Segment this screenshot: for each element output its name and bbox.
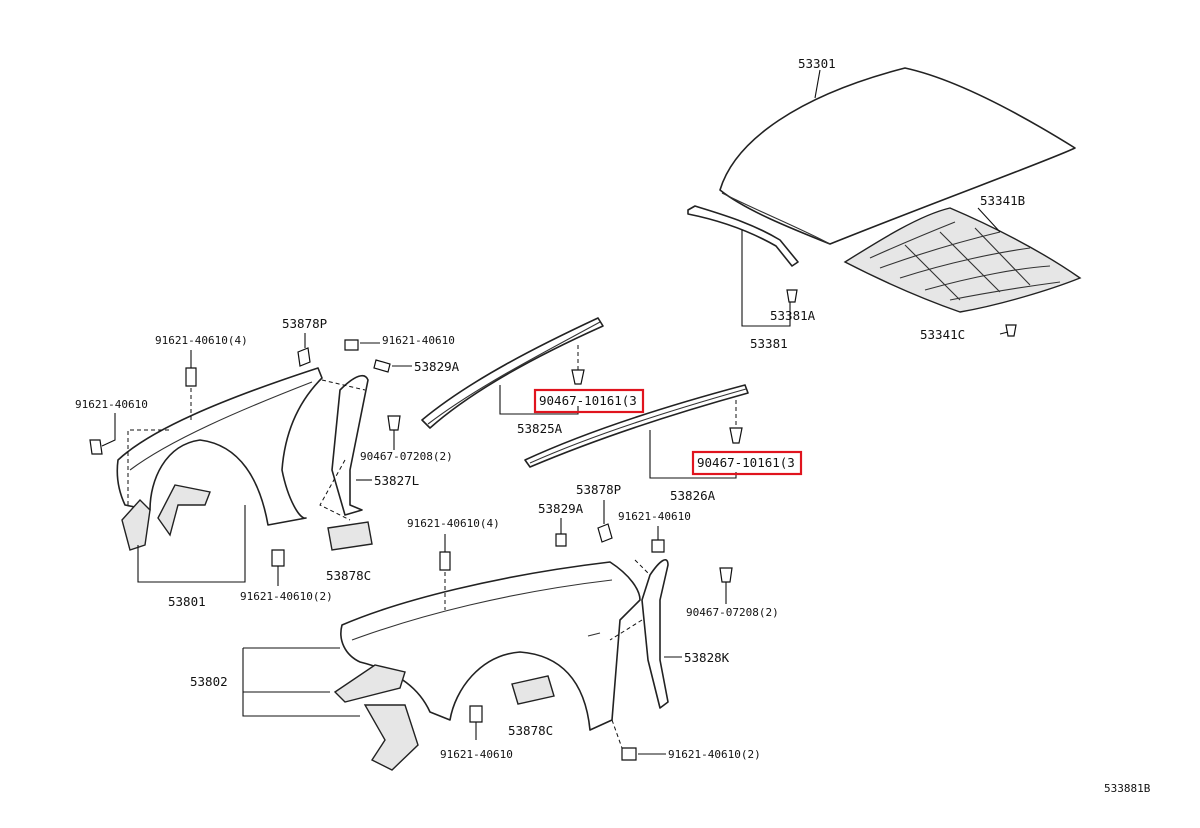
bolt-left-side-icon[interactable] (89, 439, 103, 455)
bolt-right-upper-label: 91621-40610 (618, 510, 691, 523)
bolt-top-left-label: 91621-40610(4) (155, 334, 248, 347)
seal-clip-label: 53381A (770, 308, 816, 323)
plate-right-label: 53829A (538, 501, 584, 516)
bolt-bottom-center-icon[interactable] (469, 705, 483, 723)
hood-leader (814, 69, 821, 99)
hood-insulator-label: 53341B (980, 193, 1025, 208)
pad-p-left-icon[interactable] (297, 347, 311, 367)
fender-left-label: 53801 (168, 594, 206, 609)
bolt-bottom-center-label: 91621-40610 (440, 748, 513, 761)
fender-left-bracket (121, 484, 211, 551)
fender-right-label: 53802 (190, 674, 228, 689)
bolt-bottom-right-label: 91621-40610(2) (668, 748, 761, 761)
clip-right-label: 90467-07208(2) (686, 606, 779, 619)
diagram-id: 533881B (1104, 782, 1151, 795)
fender-right-leader (242, 647, 360, 717)
bolt-top-mid-label: 91621-40610 (382, 334, 455, 347)
bolt-top-mid-icon[interactable] (344, 339, 359, 351)
bolt-left-side-label: 91621-40610 (75, 398, 148, 411)
clip-mid-left-icon[interactable] (387, 415, 401, 431)
fender-left-bracket-leader (137, 505, 246, 583)
highlight-box-2[interactable] (691, 450, 803, 476)
seal-r-clip-icon (571, 369, 585, 385)
seal-l-upper[interactable] (524, 384, 749, 468)
pad-c-right-label: 53878C (508, 723, 553, 738)
fender-right-bracket (333, 664, 419, 771)
pad-p-left-label: 53878P (282, 316, 327, 331)
highlight-box-1[interactable] (533, 388, 645, 414)
clip-right-icon[interactable] (719, 567, 733, 583)
seal-r-upper[interactable] (421, 317, 604, 429)
bolt-top-left-icon[interactable] (185, 367, 197, 387)
plate-left-label: 53829A (414, 359, 460, 374)
plate-right-icon[interactable] (555, 533, 567, 547)
seal-bracket (741, 230, 791, 327)
bolt-bottom-left-icon[interactable] (271, 549, 285, 567)
bolt-right-upper-icon[interactable] (651, 539, 665, 553)
clip-mid-left-label: 90467-07208(2) (360, 450, 453, 463)
seal-r-bracket (499, 385, 579, 415)
pad-p-right-label: 53878P (576, 482, 621, 497)
pad-c-left-icon[interactable] (327, 521, 373, 551)
hood-label: 53301 (798, 56, 836, 71)
plate-left-icon[interactable] (373, 359, 391, 373)
seal-r-upper-label: 53825A (517, 421, 563, 436)
hood-seal-strip[interactable] (687, 205, 799, 267)
insulator-clip-label: 53341C (920, 327, 965, 342)
seal-l-clip-icon (729, 427, 743, 444)
hood-insulator[interactable] (843, 207, 1082, 313)
pad-c-left-label: 53878C (326, 568, 371, 583)
bolt-top-right-label: 91621-40610(4) (407, 517, 500, 530)
liner-left-label: 53827L (374, 473, 419, 488)
insulator-leader (977, 207, 1001, 233)
bolt-top-right-icon[interactable] (439, 551, 451, 571)
seal-clip-icon (786, 289, 798, 303)
pad-p-right-icon[interactable] (597, 523, 613, 543)
clip-highlight-1-label: 90467-10161(3 (539, 393, 637, 408)
fender-left[interactable] (116, 367, 323, 526)
liner-left[interactable] (331, 374, 369, 516)
liner-right[interactable] (641, 559, 669, 709)
insulator-clip-leader (999, 331, 1009, 335)
bolt-bottom-left-label: 91621-40610(2) (240, 590, 333, 603)
fender-right[interactable] (340, 561, 641, 731)
insulator-clip[interactable] (1005, 324, 1017, 337)
bolt-bottom-right-icon[interactable] (621, 747, 637, 761)
clip-highlight-2-label: 90467-10161(3 (697, 455, 795, 470)
hood-panel[interactable] (719, 67, 1076, 245)
liner-right-label: 53828K (684, 650, 730, 665)
pad-c-right-icon[interactable] (511, 675, 555, 705)
hood-seal-label: 53381 (750, 336, 788, 351)
seal-l-upper-label: 53826A (670, 488, 716, 503)
